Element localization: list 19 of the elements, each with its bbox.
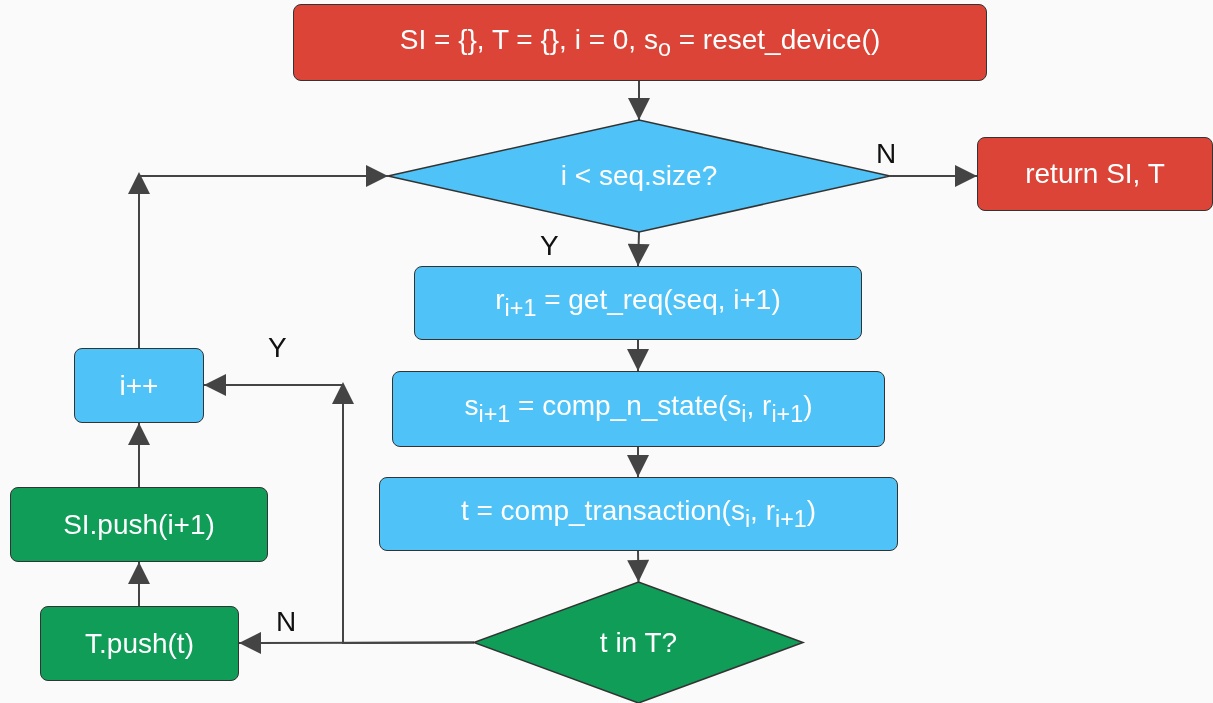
process-box	[40, 606, 239, 681]
process-box	[392, 371, 885, 447]
process-box	[74, 348, 204, 423]
node-label: T.push(t)	[85, 627, 194, 660]
node-label: i++	[119, 369, 159, 402]
process-box	[293, 4, 987, 81]
node-label: SI = {}, T = {}, i = 0, s$_{o}$ = reset_device()	[399, 23, 881, 62]
process-box	[977, 137, 1213, 211]
node-label: SI.push(i+1)	[63, 508, 215, 541]
process-box	[10, 487, 268, 562]
process-box	[414, 266, 862, 340]
node-label: r$_{i+1}$ = get_req(seq, i+1)	[495, 284, 781, 322]
node-label: s$_{i+1}$ = comp_n_state(s$_{i}$, r$_{i+1}$)	[464, 390, 813, 428]
decision-diamond	[474, 582, 803, 703]
node-label: return SI, T	[1025, 158, 1165, 190]
node-label: t = comp_transaction(s$_{i}$, r$_{i+1}$)	[460, 495, 817, 533]
process-box	[379, 477, 898, 551]
node-label: t in T?	[599, 626, 678, 659]
node-label: i < seq.size?	[560, 160, 718, 192]
